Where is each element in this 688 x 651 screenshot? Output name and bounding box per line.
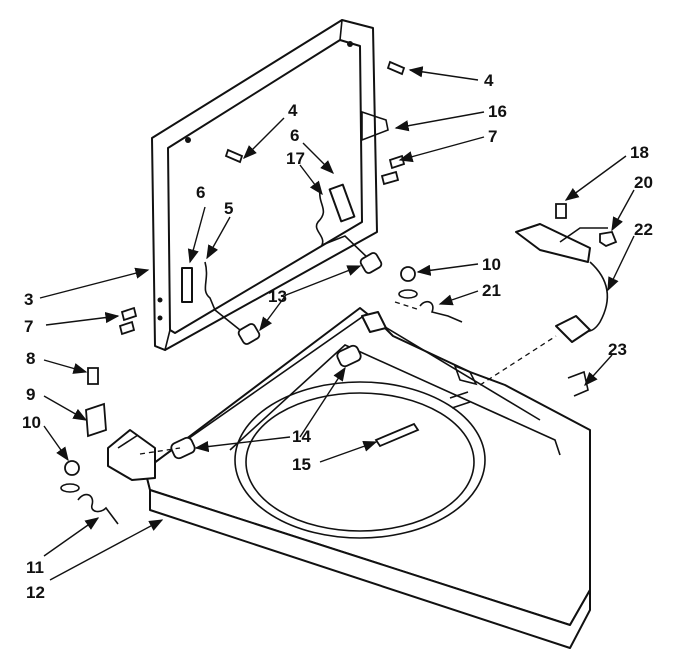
lid-frame bbox=[151, 19, 378, 352]
callout-21: 21 bbox=[482, 281, 501, 300]
lid-switch-assembly bbox=[181, 110, 389, 331]
callout-16: 16 bbox=[488, 102, 507, 121]
callout-20: 20 bbox=[634, 173, 653, 192]
callout-23: 23 bbox=[608, 340, 627, 359]
callout-7-right: 7 bbox=[488, 127, 497, 146]
callout-10-left: 10 bbox=[22, 413, 41, 432]
top-panel bbox=[107, 307, 591, 649]
callout-17: 17 bbox=[286, 149, 305, 168]
callout-7-left: 7 bbox=[24, 317, 33, 336]
callout-15: 15 bbox=[292, 455, 311, 474]
callout-4-upper-right: 4 bbox=[484, 71, 494, 90]
callout-6-right: 6 bbox=[290, 126, 299, 145]
callout-6-left: 6 bbox=[196, 183, 205, 202]
callout-3: 3 bbox=[24, 290, 33, 309]
hardware bbox=[60, 60, 618, 525]
alignment-lines bbox=[139, 301, 557, 455]
leader-arrows bbox=[39, 66, 635, 581]
callout-10-right: 10 bbox=[482, 255, 501, 274]
callout-22: 22 bbox=[634, 220, 653, 239]
callout-13: 13 bbox=[268, 287, 287, 306]
callout-8: 8 bbox=[26, 349, 35, 368]
bumpers bbox=[237, 252, 383, 345]
switch-harness bbox=[515, 223, 609, 343]
hinge-pins bbox=[170, 344, 362, 460]
callout-labels: 4 16 7 4 6 17 6 5 3 7 13 8 9 10 10 21 18… bbox=[22, 71, 653, 602]
callout-11: 11 bbox=[26, 558, 44, 577]
callout-9: 9 bbox=[26, 385, 35, 404]
callout-14: 14 bbox=[292, 427, 311, 446]
callout-18: 18 bbox=[630, 143, 649, 162]
callout-4-upper-left: 4 bbox=[288, 101, 298, 120]
callout-12: 12 bbox=[26, 583, 45, 602]
callout-5: 5 bbox=[224, 199, 233, 218]
